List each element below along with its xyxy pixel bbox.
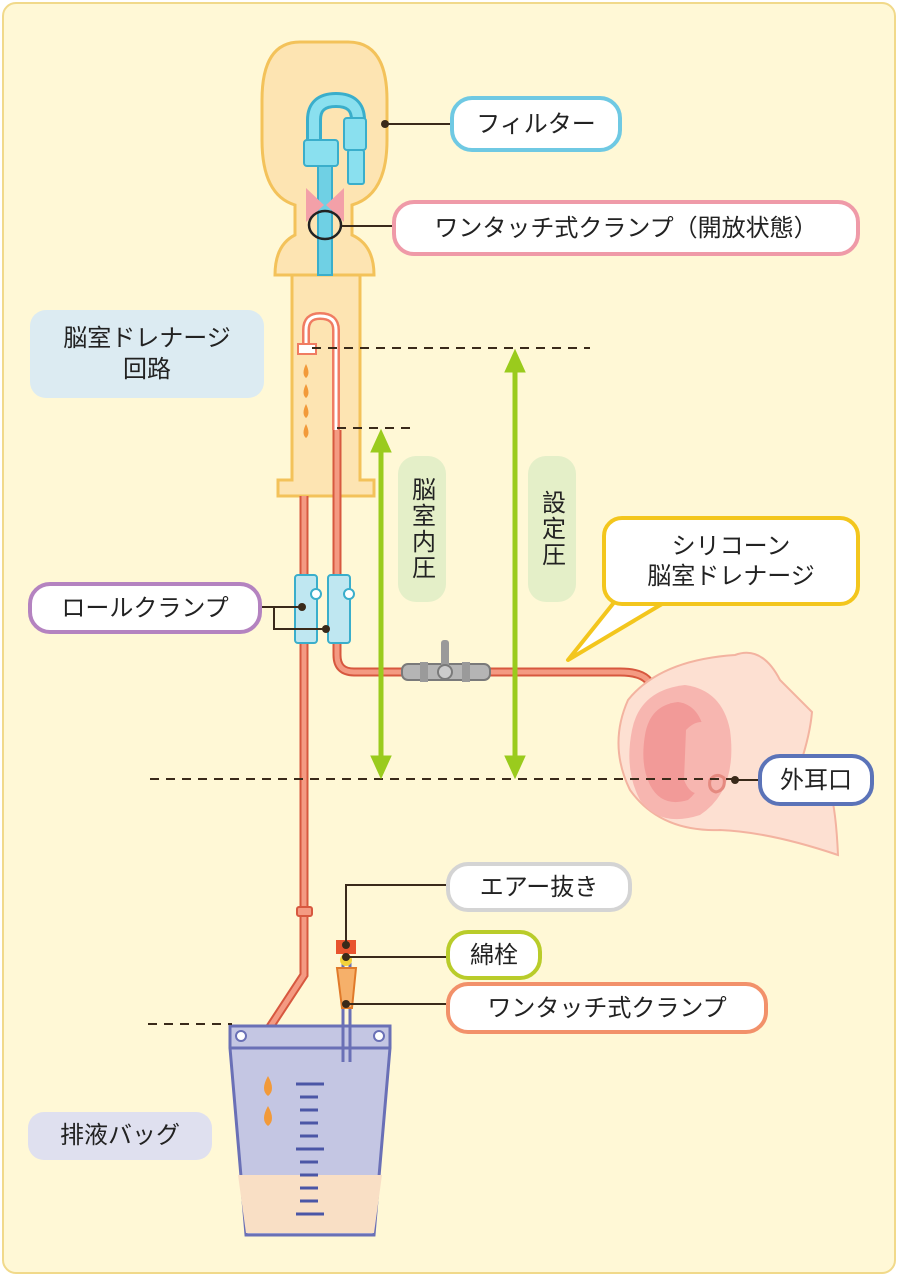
pressure-arrows <box>370 348 526 780</box>
filter-label: フィルター <box>450 96 622 152</box>
one-touch-clamp-label: ワンタッチ式クランプ <box>446 982 768 1034</box>
cotton-plug-label: 綿栓 <box>446 930 542 980</box>
leader-dots <box>298 120 739 1008</box>
filter-icon <box>303 91 367 276</box>
reference-lines <box>148 347 742 1025</box>
icp-label: 脳室内圧 <box>398 456 446 602</box>
roll-clamp-label: ロールクランプ <box>28 582 262 634</box>
one-touch-clamp-icon <box>306 188 344 241</box>
clamp-open-label: ワンタッチ式クランプ（開放状態） <box>392 200 860 256</box>
set-pressure-label: 設定圧 <box>528 456 576 602</box>
roll-clamp-icon <box>294 574 355 644</box>
drainage-bag-icon <box>228 940 392 1237</box>
silicone-label-line2: 脳室ドレナージ <box>647 562 815 590</box>
circuit-label: 脳室ドレナージ 回路 <box>30 310 264 398</box>
bag-label: 排液バッグ <box>28 1112 212 1160</box>
leader-lines <box>262 123 760 1005</box>
silicone-label-line1: シリコーン <box>671 532 791 560</box>
silicone-drainage-label: シリコーン 脳室ドレナージ <box>602 516 860 606</box>
ear-label: 外耳口 <box>758 754 874 806</box>
air-vent-label: エアー抜き <box>446 862 632 912</box>
stopcock-icon <box>401 640 491 682</box>
drip-icon <box>297 311 340 438</box>
